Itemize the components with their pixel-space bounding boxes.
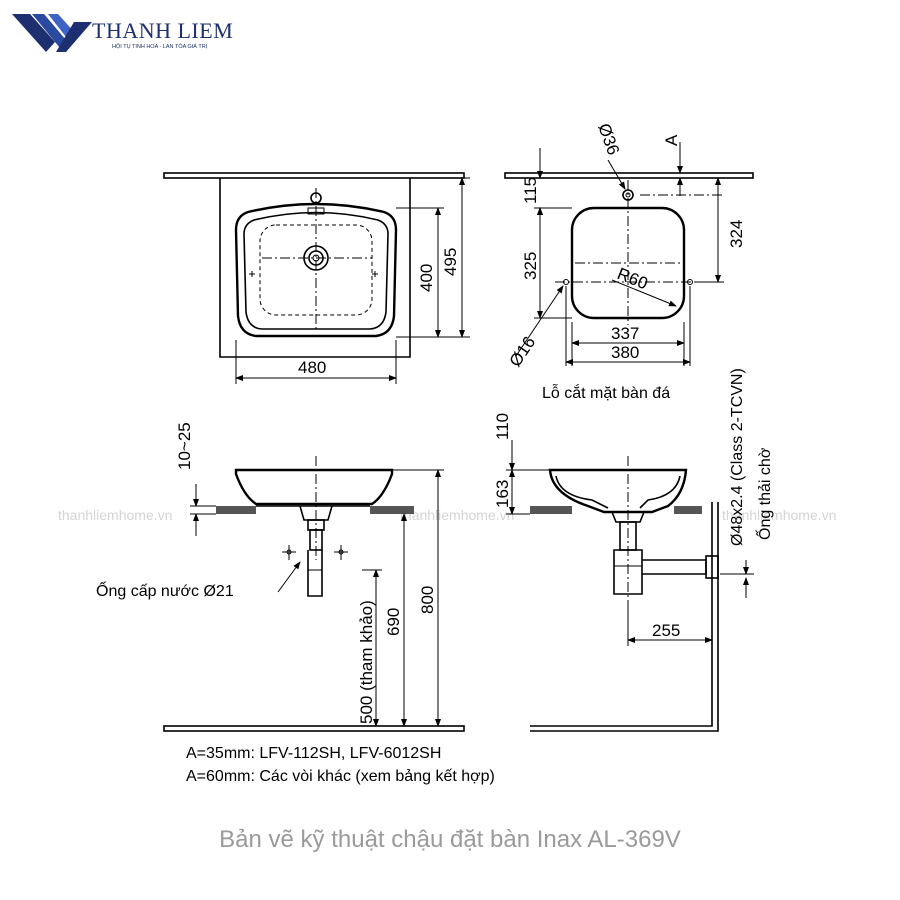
dim-380: 380 xyxy=(611,343,639,362)
dim-163: 163 xyxy=(493,480,512,508)
dim-690: 690 xyxy=(384,608,403,636)
logo-mark-icon xyxy=(12,14,92,52)
label-cutout: Lỗ cắt mặt bàn đá xyxy=(542,383,670,402)
note-a60: A=60mm: Các vòi khác (xem bảng kết hợp) xyxy=(186,768,495,785)
dim-r60: R60 xyxy=(615,264,651,293)
dim-480: 480 xyxy=(298,358,326,377)
side-elevation: 110 163 255 Ø48x2.4 (Class 2-TCVN) Ống t… xyxy=(493,368,774,732)
front-elevation: Ống cấp nước Ø21 10~25 500 (tham khảo) 6… xyxy=(96,422,465,732)
page-caption: Bản vẽ kỹ thuật chậu đặt bàn Inax AL-369… xyxy=(219,826,681,853)
dim-325: 325 xyxy=(521,252,540,280)
watermark-left: thanhliemhome.vn xyxy=(58,507,172,523)
note-a35: A=35mm: LFV-112SH, LFV-6012SH xyxy=(186,745,441,762)
logo-tagline: HỘI TỤ TINH HOA - LAN TỎA GIÁ TRỊ xyxy=(112,43,208,50)
dim-800: 800 xyxy=(418,586,437,614)
top-view: 480 400 495 xyxy=(163,172,470,384)
dim-d16: Ø16 xyxy=(506,333,540,370)
dim-10-25: 10~25 xyxy=(175,422,194,470)
dim-115: 115 xyxy=(521,177,540,204)
watermark-center: thanhliemhome.vn xyxy=(400,507,514,523)
dim-337: 337 xyxy=(611,324,639,343)
label-water-supply: Ống cấp nước Ø21 xyxy=(96,580,234,600)
brand-logo: THANH LIEM HỘI TỤ TINH HOA - LAN TỎA GIÁ… xyxy=(12,14,233,52)
dim-d36: Ø36 xyxy=(594,121,623,158)
label-pipe-spec: Ø48x2.4 (Class 2-TCVN) xyxy=(729,368,746,546)
dim-a: A xyxy=(662,134,681,146)
dim-110: 110 xyxy=(493,413,512,440)
dim-500: 500 (tham khảo) xyxy=(357,600,376,724)
watermark-right: thanhliemhome.vn xyxy=(722,507,836,523)
logo-brand-text: THANH LIEM xyxy=(92,18,233,43)
cutout-view: R60 115 325 324 A Ø36 Ø16 337 380 xyxy=(504,121,754,402)
dim-495: 495 xyxy=(441,248,460,276)
dim-255: 255 xyxy=(652,621,680,640)
dim-400: 400 xyxy=(417,264,436,292)
label-drain: Ống thải chờ xyxy=(754,447,774,540)
dim-324: 324 xyxy=(727,220,746,248)
